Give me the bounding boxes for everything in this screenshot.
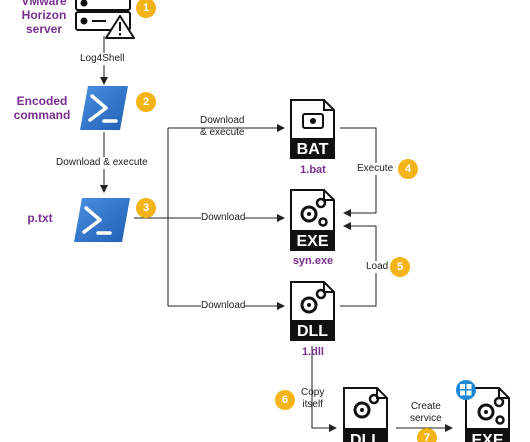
edge-label-create-service: Create service (410, 401, 442, 425)
edge-label-download-execute-bat: Download & execute (200, 115, 244, 139)
syn-icon-text: EXE (296, 233, 328, 250)
dll-file-icon: DLL (290, 281, 335, 341)
edge-label-download-execute: Download & execute (56, 157, 148, 169)
step-badge-3: 3 (136, 198, 156, 218)
warning-icon (105, 15, 135, 39)
step-badge-4: 4 (398, 159, 418, 179)
horizon-label-line1: VMware (21, 0, 67, 8)
horizon-label-line2: Horizon (21, 8, 67, 22)
powershell-icon-ptxt (74, 198, 130, 242)
step-badge-6: 6 (275, 390, 295, 410)
copy-dll-icon-text: DLL (350, 432, 381, 442)
edge-label-download-execute-bat-line1: Download (200, 115, 245, 126)
server-icon (75, 0, 131, 31)
bat-icon-text: BAT (297, 141, 329, 158)
edge-label-download-execute-bat-line2: & execute (200, 127, 245, 138)
dll-icon-text: DLL (297, 323, 328, 340)
encoded-command-label: Encoded command (6, 94, 78, 122)
dll-file-label: 1.dll (301, 346, 324, 358)
exe-file-icon-service: EXE (465, 387, 510, 442)
edge-label-create-line1: Create (410, 401, 441, 412)
dll-file-icon-copy: DLL (343, 387, 388, 442)
service-exe-icon-text: EXE (471, 432, 503, 442)
exe-file-icon-syn: EXE (290, 189, 335, 251)
encoded-label-line2: command (13, 108, 71, 122)
horizon-server-label: VMware Horizon server (8, 0, 80, 36)
edge-label-log4shell: Log4Shell (80, 53, 125, 65)
step-badge-1: 1 (136, 0, 156, 18)
edge-label-create-line2: service (410, 413, 442, 424)
connectors (100, 36, 453, 432)
bat-file-icon: BAT (290, 99, 335, 159)
step-badge-2: 2 (136, 92, 156, 112)
horizon-label-line3: server (25, 22, 63, 36)
syn-exe-label: syn.exe (292, 255, 334, 267)
edge-copy (311, 346, 337, 432)
encoded-label-line1: Encoded (16, 94, 68, 108)
step-badge-7: 7 (417, 428, 437, 442)
powershell-icon-encoded (80, 86, 128, 130)
edge-label-copy-itself: Copy itself (301, 387, 324, 411)
edge-label-copy-line2: itself (302, 399, 323, 410)
ptxt-label: p.txt (27, 211, 53, 225)
edge-label-execute: Execute (356, 163, 395, 175)
windows-logo-icon (456, 380, 476, 400)
edge-label-load: Load (365, 261, 390, 273)
edge-label-copy-line1: Copy (301, 387, 325, 398)
edge-label-download-dll: Download (201, 300, 246, 312)
edge-label-download-syn: Download (201, 212, 246, 224)
bat-file-label: 1.bat (300, 164, 326, 176)
step-badge-5: 5 (390, 257, 410, 277)
